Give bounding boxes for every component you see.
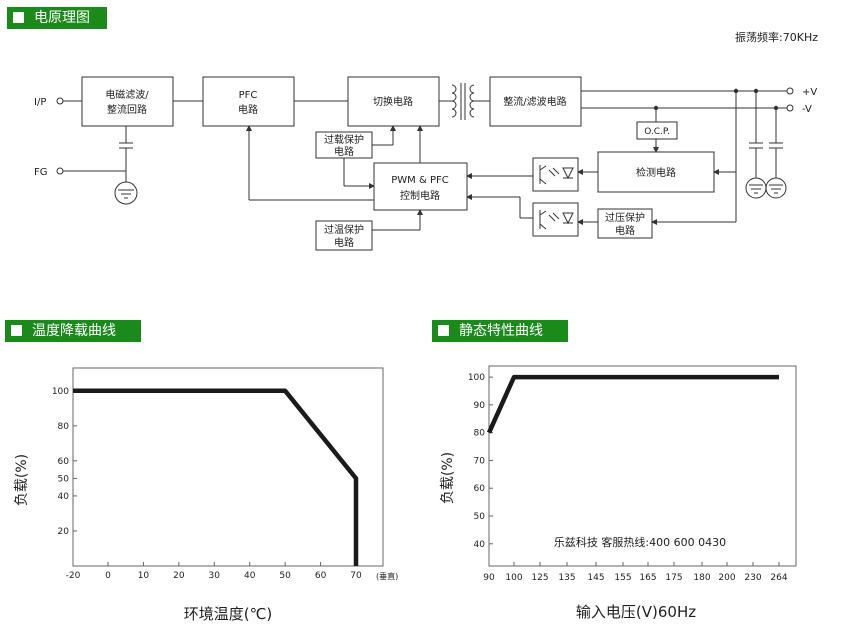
y-tick-label: 50 — [58, 474, 70, 484]
terminal-neg-label: -V — [802, 104, 812, 115]
y-tick-label: 50 — [474, 512, 486, 522]
otp-label-2: 电路 — [334, 236, 354, 249]
x-tick-label: 60 — [315, 571, 327, 581]
pfc-label-1: PFC — [239, 90, 258, 101]
section-title: 电原理图 — [34, 10, 90, 26]
x-tick-label: 145 — [587, 573, 604, 583]
otp-label-1: 过温保护 — [324, 223, 364, 236]
detect-circuit-block — [597, 151, 715, 193]
y-tick-label: 60 — [474, 484, 486, 494]
terminal-fg-label: FG — [34, 167, 48, 178]
x-tick-label: 100 — [505, 573, 522, 583]
y-axis-label: 负载(%) — [440, 452, 456, 504]
x-tick-label: 135 — [558, 573, 575, 583]
x-tick-label: 180 — [693, 573, 710, 583]
x-tick-label: 50 — [279, 571, 291, 581]
x-tick-label: 165 — [639, 573, 656, 583]
y-tick-label: 100 — [52, 387, 69, 397]
x-tick-label: 125 — [531, 573, 548, 583]
plot-frame — [72, 367, 384, 567]
y-tick-label: 70 — [474, 456, 486, 466]
ocp-label: O.C.P. — [644, 127, 670, 137]
x-tick-label: 40 — [244, 571, 256, 581]
y-tick-label: 20 — [58, 527, 70, 537]
overload-protection-label-1: 过载保护 — [324, 133, 364, 146]
y-tick-label: 60 — [58, 457, 70, 467]
optocoupler-icon — [539, 165, 574, 185]
block-diagram: 振荡频率:70KHz I/P FG 电磁滤波/ 整流回路 PFC 电路 切换电路… — [34, 30, 818, 251]
square-bullet-icon — [11, 325, 22, 336]
terminal-pos — [786, 87, 794, 95]
oscillation-frequency: 振荡频率:70KHz — [735, 30, 818, 44]
overload-protection-label-2: 电路 — [334, 145, 354, 158]
y-tick-label: 40 — [474, 540, 486, 550]
x-tick-label: 155 — [614, 573, 631, 583]
section-title: 温度降载曲线 — [32, 323, 116, 339]
plot-frame — [488, 365, 797, 567]
y-tick-label: 100 — [468, 373, 485, 383]
x-tick-label: 10 — [138, 571, 150, 581]
emi-filter-block — [81, 76, 174, 127]
ocp-block — [636, 121, 678, 140]
emi-filter-label-1: 电磁滤波/ — [105, 88, 149, 101]
ovp-label-1: 过压保护 — [605, 211, 645, 224]
square-bullet-icon — [13, 12, 24, 23]
emi-filter-label-2: 整流回路 — [107, 103, 147, 116]
x-tick-label: 0 — [105, 571, 111, 581]
series-line — [73, 388, 359, 566]
rectifier-filter-block — [489, 76, 582, 127]
y-tick-label: 80 — [58, 422, 70, 432]
section-header-derating: 温度降载曲线 — [5, 320, 141, 342]
x-tick-label: 30 — [209, 571, 221, 581]
terminal-input — [56, 97, 64, 105]
section-header-block-diagram: 电原理图 — [7, 7, 107, 29]
terminal-input-label: I/P — [34, 97, 46, 108]
terminal-neg — [786, 104, 794, 112]
x-tick-label: 200 — [718, 573, 735, 583]
x-tick-label: 175 — [665, 573, 682, 583]
switch-circuit-label: 切换电路 — [373, 95, 413, 108]
pwm-pfc-controller-block — [373, 162, 468, 211]
optocoupler-icon — [539, 210, 574, 230]
y-axis-label: 负载(%) — [14, 454, 30, 506]
y-tick-label: 90 — [474, 401, 486, 411]
square-bullet-icon — [438, 325, 449, 336]
rectifier-filter-label: 整流/滤波电路 — [503, 95, 566, 108]
x-tick-label: 70 — [350, 571, 362, 581]
ground-icon — [745, 177, 767, 199]
x-axis-label: 输入电压(V)60Hz — [576, 603, 696, 621]
transformer-icon — [451, 83, 475, 120]
x-tick-label: 90 — [483, 573, 495, 583]
terminal-fg — [56, 167, 64, 175]
ground-icon — [114, 181, 138, 205]
y-tick-label: 40 — [58, 492, 70, 502]
section-header-static: 静态特性曲线 — [432, 320, 568, 342]
x-unit-note: (垂直) — [376, 571, 398, 581]
pfc-block — [202, 76, 295, 127]
x-tick-label: -20 — [66, 571, 81, 581]
section-title: 静态特性曲线 — [459, 323, 543, 339]
controller-label-2: 控制电路 — [400, 189, 440, 202]
otp-block — [315, 220, 373, 251]
pfc-label-2: 电路 — [238, 103, 258, 116]
chart-annotation: 乐兹科技 客服热线:400 600 0430 — [554, 535, 726, 549]
x-tick-label: 230 — [744, 573, 761, 583]
detect-circuit-label: 检测电路 — [636, 166, 676, 179]
y-tick-label: 80 — [474, 429, 486, 439]
series-line — [486, 374, 779, 434]
x-tick-label: 264 — [770, 573, 787, 583]
controller-label-1: PWM & PFC — [391, 175, 448, 186]
terminal-pos-label: +V — [802, 87, 817, 98]
ovp-label-2: 电路 — [615, 224, 635, 237]
x-tick-label: 20 — [173, 571, 185, 581]
x-axis-label: 环境温度(℃) — [184, 605, 273, 623]
ground-icon — [765, 177, 787, 199]
